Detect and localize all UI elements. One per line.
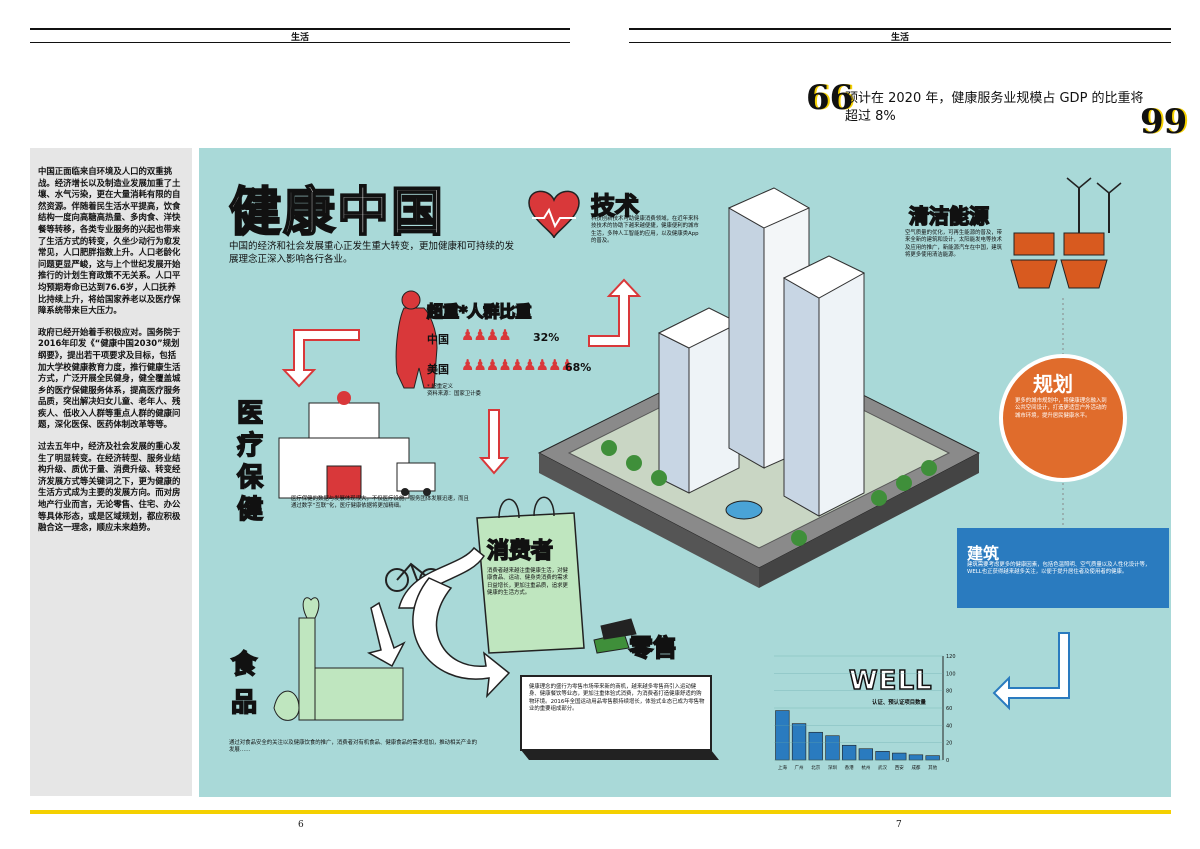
- well-ytick-60: 60: [946, 706, 952, 712]
- building-body: 建筑需要考虑更多的健康因素，包括色温照明、空气质量以及人性化设计等，WELL也正…: [967, 562, 1151, 576]
- obesity-note: * 超重定义 资料来源：国家卫计委: [427, 384, 481, 398]
- building-box: [957, 528, 1169, 608]
- obesity-heading: 超重*人群比重: [426, 301, 532, 322]
- header-rule-left-top: [30, 28, 570, 30]
- well-bar-3: [825, 735, 840, 761]
- sidebar-paragraph-1: 中国正面临来自环境及人口的双重挑战。经济增长以及制造业发展加重了土壤、水气污染，…: [38, 166, 181, 316]
- well-xtick-0: 上海: [778, 764, 787, 771]
- tech-heading: 技术: [590, 191, 640, 221]
- curved-arrow-icon: [412, 577, 511, 699]
- infographic-subtitle: 中国的经济和社会发展重心正发生重大转变，更加健康和可持续的发展理念正深入影响各行…: [229, 241, 515, 265]
- infographic-illustration: [273, 177, 1169, 760]
- well-bar-4: [842, 744, 857, 761]
- well-ytick-0: 0: [946, 758, 949, 764]
- well-bar-0: [775, 710, 790, 761]
- pull-quote: 预计在 2020 年，健康服务业规模占 GDP 的比重将超过 8%: [845, 91, 1144, 124]
- well-ytick-120: 120: [946, 654, 956, 660]
- retail-heading: 零售: [628, 633, 678, 663]
- tech-body: 科技创新技术可助健康消费领域，在近年来科技技术的协助下越来越便捷，健康便利的城市…: [591, 216, 699, 245]
- header-rule-right-bottom: [629, 42, 1171, 43]
- well-bar-1: [791, 723, 807, 761]
- well-bar-8: [908, 754, 924, 761]
- infographic-panel: 健康中国 中国的经济和社会发展重心正发生重大转变，更加健康和可持续的发展理念正深…: [199, 148, 1171, 797]
- medical-body: 医疗保健的数据与发展体现很大，不仅医疗设施、服务团体发展迅速，而且通过数字“互联…: [291, 496, 469, 510]
- well-xtick-4: 香港: [845, 764, 854, 771]
- obesity-row-china-label: 中国: [427, 333, 449, 346]
- obesity-row-us-pct: 68%: [565, 361, 592, 374]
- solar-panel-icon: [1013, 232, 1055, 256]
- arrow-down-left-icon: [281, 329, 360, 388]
- obesity-row-china-figures: ♟♟♟♟: [461, 326, 512, 344]
- well-xtick-5: 杭州: [861, 764, 870, 771]
- bicycle-icon: [385, 568, 409, 592]
- food-body: 通过对食品安全的关注以及健康饮食的推广，消费者对有机食品、健康食品的需求增加，推…: [229, 740, 477, 754]
- header-label-right: 生活: [890, 33, 909, 43]
- sidebar-paragraph-3: 过去五年中，经济及社会发展的重心发生了明显转变。在经济转型、服务业结构升级、质优…: [38, 441, 181, 533]
- well-bar-5: [858, 748, 873, 761]
- well-xtick-7: 西安: [895, 764, 904, 771]
- well-ytick-100: 100: [946, 671, 956, 677]
- factory-icon: [306, 667, 404, 721]
- well-subtitle: 认证、预认证项目数量: [872, 700, 926, 706]
- arrow-down-icon: [478, 409, 510, 475]
- well-bar-7: [892, 752, 907, 761]
- retail-text-box: [520, 675, 712, 751]
- page-number-left: 6: [298, 820, 304, 830]
- well-xtick-8: 成都: [911, 764, 920, 771]
- well-xtick-1: 广州: [795, 764, 804, 771]
- well-bar-chart: 上海 广州北京 深圳 香港杭州 武汉 西安成都 其他 120 100 80 60 40 20 0: [774, 654, 956, 771]
- open-quote-mark: 66: [806, 78, 854, 118]
- infographic-title: 健康中国: [228, 182, 446, 244]
- footer-rule: [30, 810, 1171, 814]
- header-label-left: 生活: [290, 33, 309, 43]
- food-heading: 食品: [230, 649, 258, 719]
- header-rule-left-bottom: [30, 42, 570, 43]
- well-ytick-40: 40: [946, 723, 952, 729]
- city-block-illustration: [537, 187, 981, 588]
- energy-body: 空气质量的优化，可再生能源的普及，带来全新的建筑和设计，太阳能发电等技术及应用的…: [905, 230, 1003, 259]
- medical-heading: 医疗保健: [236, 398, 264, 526]
- consumer-heading: 消费者: [486, 538, 554, 565]
- well-bar-2: [808, 731, 823, 761]
- well-bar-9: [925, 755, 940, 761]
- sidebar-text-column: 中国正面临来自环境及人口的双重挑战。经济增长以及制造业发展加重了土壤、水气污染，…: [30, 148, 192, 796]
- energy-heading: 清洁能源: [908, 203, 990, 229]
- obesity-row-china-pct: 32%: [533, 331, 560, 344]
- planning-heading: 规划: [1033, 372, 1073, 396]
- well-xtick-9: 其他: [928, 764, 937, 771]
- sidebar-paragraph-2: 政府已经开始着手积极应对。国务院于2016年印发《“健康中国2030”规划纲要》…: [38, 326, 181, 430]
- header-rule-right-top: [629, 28, 1171, 30]
- shopping-bag-icon: [476, 512, 585, 654]
- obesity-row-us-figures: ♟♟♟♟♟♟♟♟♟: [461, 356, 574, 374]
- well-heading: WELL: [848, 665, 933, 697]
- obesity-row-us-label: 美国: [427, 363, 449, 376]
- arrow-left-icon: [992, 632, 1070, 711]
- building-heading: 建筑: [967, 544, 1000, 563]
- heart-icon: [528, 190, 580, 239]
- page-number-right: 7: [896, 820, 902, 830]
- arrow-up-right-icon: [588, 278, 642, 347]
- well-ytick-80: 80: [946, 689, 952, 695]
- planning-body: 更多的城市规划中，将健康理念融入到公共空间设计，打造更适宜户外活动的城市环境，提…: [1015, 398, 1107, 419]
- well-bar-6: [875, 751, 890, 761]
- ambulance-icon: [396, 462, 436, 492]
- retail-body: 健康理念的盛行为零售市场带来新的商机，越来越多零售商引入运动健身、健康餐饮等业态…: [529, 684, 705, 713]
- well-xtick-6: 武汉: [878, 764, 887, 771]
- well-xtick-2: 北京: [811, 764, 820, 771]
- overweight-person-icon: [395, 307, 438, 389]
- well-xtick-3: 深圳: [828, 764, 837, 771]
- planning-badge: [999, 354, 1127, 482]
- close-quote-mark: 99: [1140, 102, 1188, 142]
- well-ytick-20: 20: [946, 741, 952, 747]
- consumer-body: 消费者越来越注重健康生活，对健康食品、运动、健身类消费的需求日益增长，更加注重品…: [487, 568, 568, 597]
